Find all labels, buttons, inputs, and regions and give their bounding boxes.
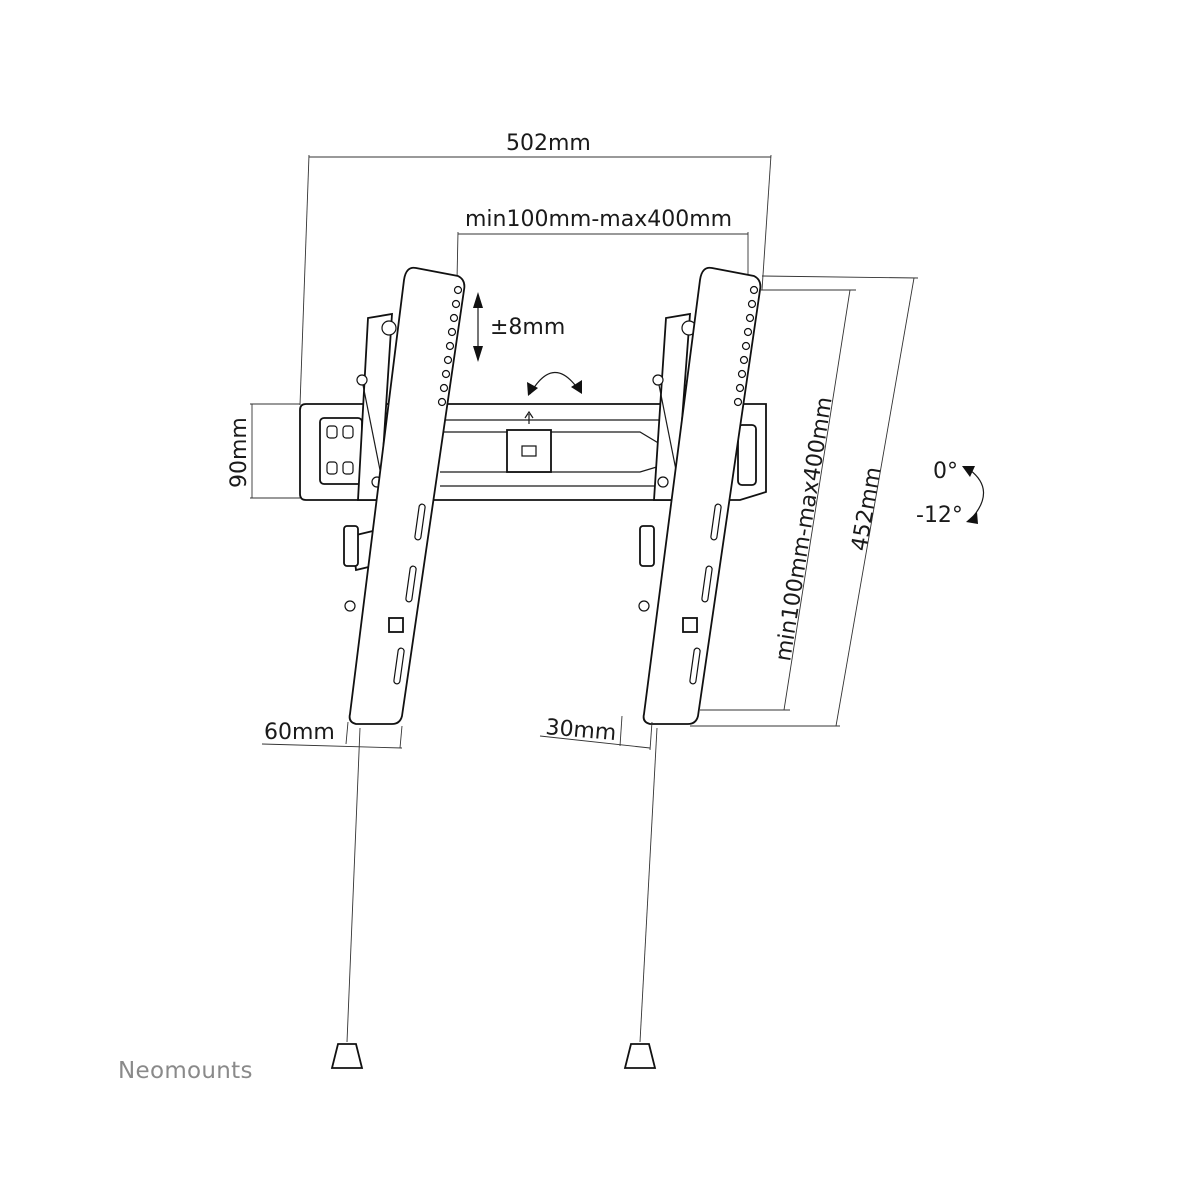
tilt-angle-indicator: 0° -12° xyxy=(916,459,985,528)
overall-width-dimension: 502mm xyxy=(299,131,772,406)
vertical-adjust-label: ±8mm xyxy=(490,315,565,340)
cord-weight-left xyxy=(330,1043,364,1069)
right-arm-bracket xyxy=(638,266,762,725)
tilt-arrow-icon xyxy=(969,469,985,519)
vesa-horizontal-label: min100mm-max400mm xyxy=(465,207,732,232)
overall-width-label: 502mm xyxy=(506,131,591,156)
tilt-min-label: -12° xyxy=(916,503,963,528)
depth-left-dimension: 60mm xyxy=(261,720,403,749)
vertical-adjust-arrow: ±8mm xyxy=(473,292,565,362)
safety-cord-left xyxy=(330,727,364,1069)
arm-length-label: 452mm xyxy=(847,465,886,553)
vesa-horizontal-dimension: min100mm-max400mm xyxy=(456,207,749,281)
left-arm-bracket xyxy=(343,266,466,725)
depth-right-label: 30mm xyxy=(544,715,617,746)
rotation-arrow-icon xyxy=(527,372,582,396)
safety-cord-right xyxy=(623,727,658,1069)
brand-logo: Neomounts xyxy=(118,1058,253,1084)
wall-plate-height-label: 90mm xyxy=(227,417,252,488)
tilt-max-label: 0° xyxy=(933,459,958,484)
depth-left-label: 60mm xyxy=(264,720,335,745)
wall-plate-height-dimension: 90mm xyxy=(227,403,300,499)
depth-right-dimension: 30mm xyxy=(539,715,653,751)
vesa-vertical-label: min100mm-max400mm xyxy=(771,395,837,663)
cord-weight-right xyxy=(623,1043,657,1069)
